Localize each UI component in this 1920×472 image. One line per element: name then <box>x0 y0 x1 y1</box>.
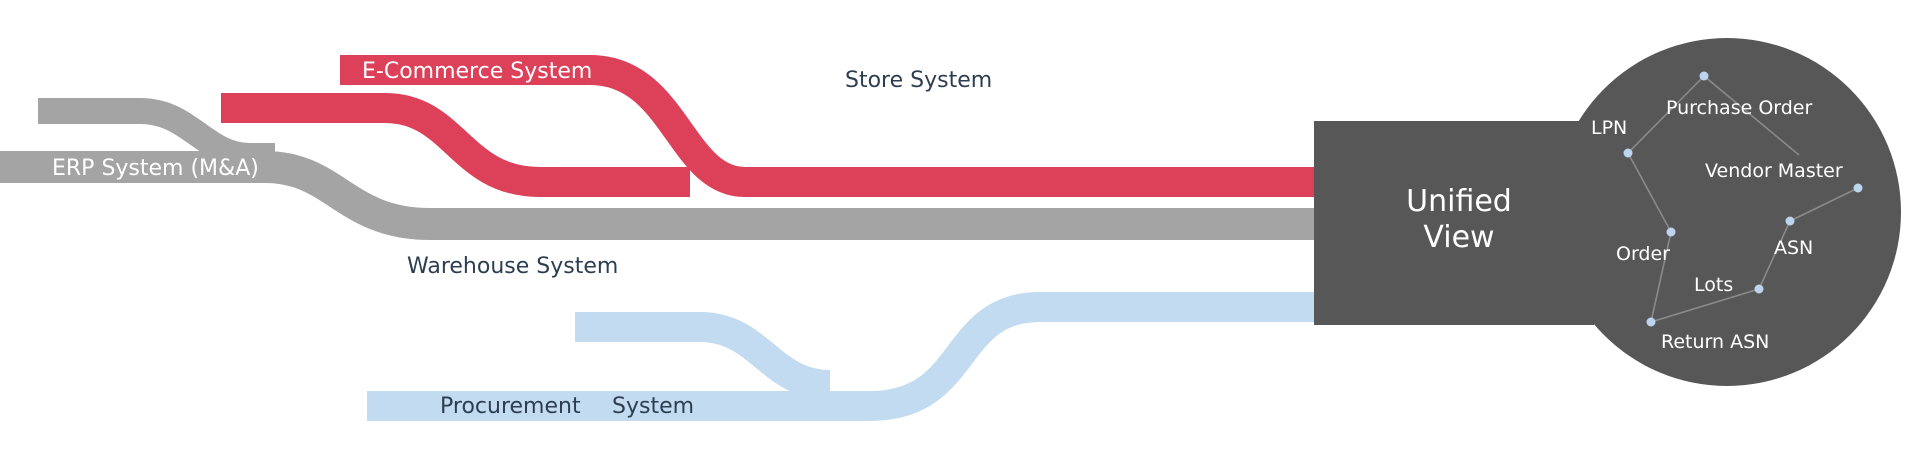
ecommerce-top-stream <box>340 55 1320 197</box>
label-order: Order <box>1616 243 1670 265</box>
ecommerce-left-stream <box>221 93 690 197</box>
label-return-asn: Return ASN <box>1661 331 1769 353</box>
entity-graph-nodes <box>1623 71 1863 327</box>
node-order <box>1666 227 1676 237</box>
procurement-upper-stream <box>575 312 831 400</box>
entity-graph-edges <box>1627 75 1859 323</box>
erp-streams <box>0 98 1320 240</box>
label-lots: Lots <box>1694 274 1733 296</box>
node-vendor-master <box>1853 183 1863 193</box>
node-asn <box>1785 216 1795 226</box>
label-erp-system: ERP System (M&A) <box>52 156 259 181</box>
label-purchase-order: Purchase Order <box>1666 97 1813 119</box>
unified-view-line2: View <box>1423 220 1494 255</box>
label-procurement-word2: System <box>612 394 694 419</box>
label-procurement-word1: Procurement <box>440 394 581 419</box>
node-purchase-order <box>1699 71 1709 81</box>
node-lots <box>1754 284 1764 294</box>
edge-purchaseorder-vendor <box>1703 75 1800 156</box>
label-warehouse-system: Warehouse System <box>407 254 618 279</box>
edge-lots-asn <box>1758 220 1791 290</box>
system-labels: E-Commerce System Store System ERP Syste… <box>52 59 992 419</box>
unified-view-box <box>1314 121 1594 325</box>
erp-main-stream <box>0 151 1320 240</box>
ecommerce-streams <box>221 55 1320 197</box>
procurement-streams <box>367 292 1320 421</box>
node-return-asn <box>1646 317 1656 327</box>
label-ecommerce-system: E-Commerce System <box>362 59 592 84</box>
label-lpn: LPN <box>1591 117 1627 139</box>
entity-graph-labels: Purchase Order LPN Vendor Master ASN Ord… <box>1591 97 1843 353</box>
unified-view-hub: Unified View <box>1314 38 1901 386</box>
edge-lpn-order <box>1627 152 1672 233</box>
edge-returnasn-lots <box>1650 288 1760 323</box>
unified-view-line1: Unified <box>1406 184 1512 219</box>
procurement-main-stream <box>367 292 1320 421</box>
edge-lpn-purchaseorder <box>1627 75 1705 154</box>
label-asn: ASN <box>1774 237 1813 259</box>
label-vendor-master: Vendor Master <box>1705 160 1843 182</box>
edge-asn-vendor <box>1789 187 1859 222</box>
edge-order-returnasn <box>1650 231 1672 323</box>
entity-circle <box>1553 38 1901 386</box>
node-lpn <box>1623 148 1633 158</box>
label-store-system: Store System <box>845 68 992 93</box>
